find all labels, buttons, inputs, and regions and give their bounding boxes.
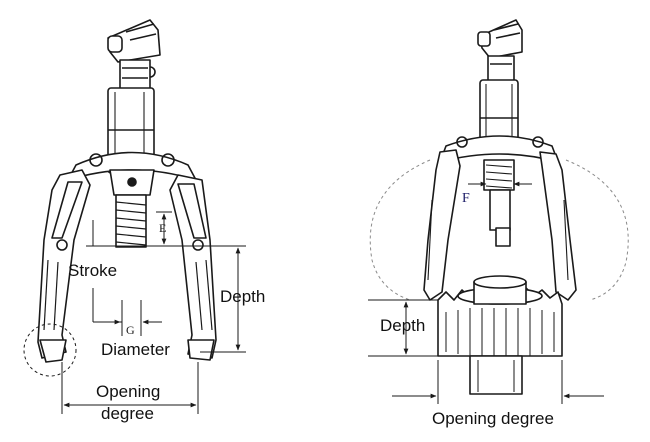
left-arm-right [169, 174, 217, 361]
label-opening-left-line2: degree [101, 404, 154, 423]
left-spindle [115, 194, 147, 248]
left-dimensions [61, 211, 246, 414]
label-diameter: Diameter [101, 340, 170, 359]
right-arm-right [539, 151, 577, 301]
left-pump-handle [107, 19, 161, 78]
left-puller [23, 19, 217, 377]
label-stroke: Stroke [68, 261, 118, 280]
label-opening-left-line1: Opening [96, 382, 161, 401]
right-dimensions [368, 181, 604, 404]
right-open-arms-right-dashed [565, 159, 629, 301]
right-arm-left [423, 149, 461, 301]
label-depth-left: Depth [220, 287, 266, 306]
left-yoke [67, 151, 197, 196]
right-gear-workpiece [437, 275, 563, 395]
right-pump-handle [477, 19, 523, 59]
right-spindle [483, 159, 515, 247]
label-opening-right: Opening degree [432, 409, 554, 428]
right-cylinder [479, 55, 519, 151]
label-f: F [462, 191, 470, 206]
label-e: E [159, 221, 167, 235]
left-arm-left [37, 169, 91, 363]
right-open-arms-left-dashed [369, 159, 431, 301]
left-cylinder [107, 59, 155, 174]
label-g: G [126, 323, 135, 337]
label-depth-right: Depth [380, 316, 426, 335]
left-jaw-detail-circle [23, 323, 77, 377]
right-puller [369, 19, 629, 395]
